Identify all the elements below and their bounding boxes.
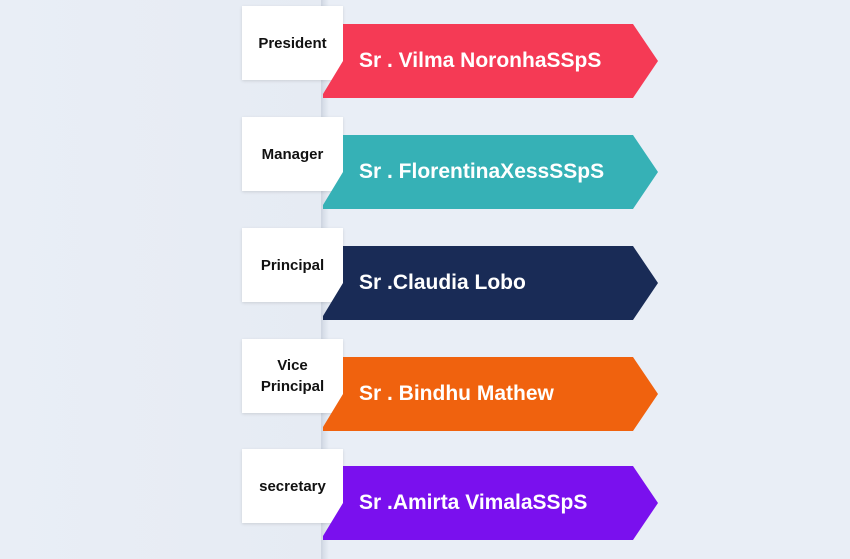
role-row-manager: Manager Sr . FlorentinaXessSSpS <box>0 0 850 209</box>
role-title: secretary <box>259 477 326 495</box>
role-title: Vice Principal <box>260 357 325 395</box>
role-title-box: Principal <box>242 228 343 302</box>
role-row-president: President Sr . Vilma NoronhaSSpS <box>0 0 850 110</box>
person-name: Sr .Amirta VimalaSSpS <box>359 491 588 514</box>
name-banner-arrow: Sr . Vilma NoronhaSSpS <box>323 24 658 98</box>
role-title-box: President <box>242 6 343 80</box>
person-name: Sr . Bindhu Mathew <box>359 382 554 405</box>
role-title-box: secretary <box>242 449 343 523</box>
banner-shape <box>323 466 658 540</box>
name-banner-arrow: Sr . FlorentinaXessSSpS <box>323 135 658 209</box>
banner-shape <box>323 246 658 320</box>
role-row-secretary: secretary Sr .Amirta VimalaSSpS <box>0 0 850 540</box>
role-row-vice-principal: Vice Principal Sr . Bindhu Mathew <box>0 0 850 431</box>
role-title: President <box>258 34 327 52</box>
role-title-box: Manager <box>242 117 343 191</box>
role-row-principal: Principal Sr .Claudia Lobo <box>0 0 850 320</box>
banner-shape <box>323 24 658 98</box>
person-name: Sr . FlorentinaXessSSpS <box>359 160 605 183</box>
person-name: Sr .Claudia Lobo <box>359 271 526 294</box>
name-banner-arrow: Sr . Bindhu Mathew <box>323 357 658 431</box>
role-title: Manager <box>261 145 324 163</box>
role-title-box: Vice Principal <box>242 339 343 413</box>
banner-shape <box>323 135 658 209</box>
name-banner-arrow: Sr .Amirta VimalaSSpS <box>323 466 658 540</box>
person-name: Sr . Vilma NoronhaSSpS <box>359 49 602 72</box>
banner-shape <box>323 357 658 431</box>
name-banner-arrow: Sr .Claudia Lobo <box>323 246 658 320</box>
role-title: Principal <box>260 256 325 274</box>
